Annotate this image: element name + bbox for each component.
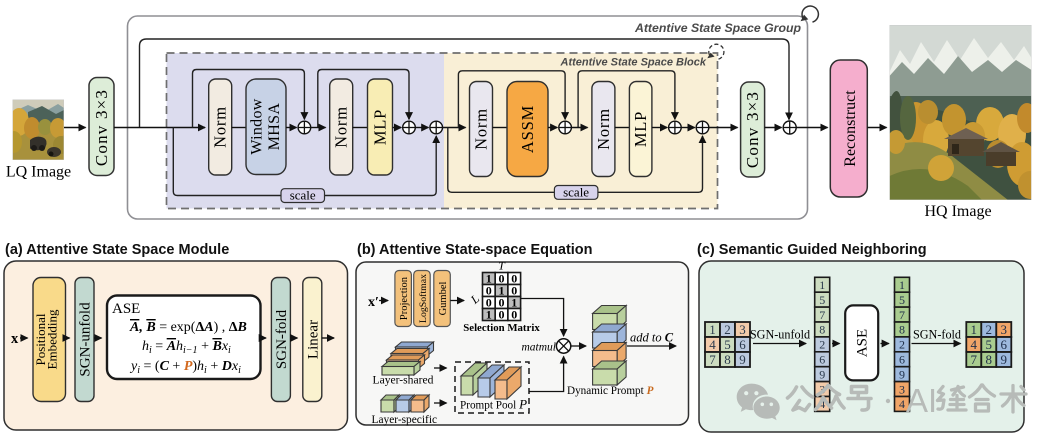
svg-text:MHSA: MHSA [266, 103, 283, 151]
svg-text:Embedding: Embedding [45, 309, 60, 369]
svg-text:1: 1 [486, 308, 492, 322]
svg-text:7: 7 [819, 308, 825, 322]
svg-text:2: 2 [724, 322, 731, 337]
svg-text:Selection Matrix: Selection Matrix [463, 322, 540, 334]
svg-text:8: 8 [986, 352, 993, 367]
svg-text:SGN-fold: SGN-fold [274, 309, 290, 369]
svg-text:2: 2 [899, 338, 905, 352]
svg-text:T: T [498, 259, 506, 273]
svg-text:Linear: Linear [305, 320, 321, 359]
svg-text:7: 7 [709, 352, 716, 367]
svg-text:6: 6 [739, 337, 746, 352]
svg-text:6: 6 [1001, 337, 1008, 352]
svg-text:0: 0 [511, 272, 517, 286]
svg-text:Prompt Pool P: Prompt Pool P [460, 397, 527, 412]
svg-text:MLP: MLP [631, 111, 650, 147]
svg-text:scale: scale [563, 185, 589, 200]
svg-text:Conv 3×3: Conv 3×3 [92, 89, 111, 166]
svg-text:Positional: Positional [33, 313, 48, 365]
svg-text:SGN-unfold: SGN-unfold [78, 302, 94, 377]
svg-text:5: 5 [819, 293, 825, 307]
svg-text:matmul: matmul [522, 342, 557, 354]
svg-text:x: x [11, 331, 19, 347]
svg-text:5: 5 [986, 337, 993, 352]
svg-text:9: 9 [899, 367, 905, 381]
svg-text:6: 6 [819, 353, 825, 367]
svg-text:4: 4 [709, 337, 716, 352]
svg-text:Norm: Norm [472, 108, 491, 150]
svg-text:SGN-fold: SGN-fold [913, 328, 961, 342]
svg-text:9: 9 [1001, 352, 1008, 367]
svg-text:hi = Ahi−1 + Bxi: hi = Ahi−1 + Bxi [142, 339, 231, 356]
svg-text:LQ Image: LQ Image [6, 164, 71, 181]
svg-text:add to C: add to C [630, 331, 674, 345]
svg-text:A, B = exp(ΔA) , ΔB: A, B = exp(ΔA) , ΔB [129, 320, 247, 335]
svg-text:1: 1 [511, 296, 517, 310]
svg-text:0: 0 [499, 272, 505, 286]
svg-text:5: 5 [899, 293, 905, 307]
svg-text:(b) Attentive State-space Equa: (b) Attentive State-space Equation [357, 242, 593, 258]
svg-text:MLP: MLP [371, 109, 390, 145]
svg-text:4: 4 [819, 397, 825, 411]
svg-text:9: 9 [819, 367, 825, 381]
svg-text:0: 0 [511, 284, 517, 298]
svg-text:Norm: Norm [211, 106, 230, 148]
svg-text:ASE: ASE [112, 301, 140, 317]
svg-text:4: 4 [899, 397, 905, 411]
svg-text:2: 2 [819, 338, 825, 352]
svg-text:3: 3 [899, 382, 905, 396]
svg-text:0: 0 [486, 284, 492, 298]
svg-text:Window: Window [249, 98, 266, 154]
svg-text:Gumbel: Gumbel [438, 282, 449, 316]
svg-text:5: 5 [724, 337, 731, 352]
svg-text:ASE: ASE [855, 329, 871, 357]
svg-text:3: 3 [819, 382, 825, 396]
svg-text:Attentive State Space Block: Attentive State Space Block [560, 57, 707, 69]
svg-text:8: 8 [899, 323, 905, 337]
svg-text:0: 0 [499, 296, 505, 310]
svg-text:1: 1 [499, 284, 505, 298]
svg-text:Norm: Norm [332, 106, 351, 148]
svg-text:(c) Semantic Guided Neighborin: (c) Semantic Guided Neighboring [697, 242, 927, 258]
svg-text:HQ Image: HQ Image [924, 203, 991, 220]
svg-text:Dynamic Prompt P: Dynamic Prompt P [567, 385, 654, 397]
svg-text:Projection: Projection [399, 276, 410, 320]
svg-text:1: 1 [971, 322, 978, 337]
svg-text:4: 4 [971, 337, 978, 352]
svg-text:Attentive State Space Group: Attentive State Space Group [634, 21, 802, 35]
svg-text:yi = (C + P)hi + Dxi: yi = (C + P)hi + Dxi [129, 359, 241, 376]
svg-text:1: 1 [819, 278, 825, 292]
svg-text:7: 7 [899, 308, 905, 322]
svg-text:7: 7 [971, 352, 978, 367]
svg-text:3: 3 [739, 322, 746, 337]
svg-text:x′: x′ [368, 295, 379, 310]
svg-text:LogSoftmax: LogSoftmax [418, 274, 429, 323]
svg-text:2: 2 [986, 322, 993, 337]
svg-text:1: 1 [486, 272, 492, 286]
svg-text:SGN-unfold: SGN-unfold [750, 328, 810, 342]
svg-text:8: 8 [819, 323, 825, 337]
svg-text:Norm: Norm [594, 108, 613, 150]
svg-text:Conv 3×3: Conv 3×3 [743, 91, 762, 168]
svg-text:0: 0 [499, 308, 505, 322]
svg-text:0: 0 [486, 296, 492, 310]
svg-text:8: 8 [724, 352, 731, 367]
svg-text:1: 1 [899, 278, 905, 292]
svg-text:1: 1 [709, 322, 716, 337]
svg-text:9: 9 [739, 352, 746, 367]
svg-text:0: 0 [511, 308, 517, 322]
svg-text:(a) Attentive State Space Modu: (a) Attentive State Space Module [5, 242, 229, 258]
svg-text:AI: AI [906, 382, 937, 419]
svg-text:6: 6 [899, 353, 905, 367]
svg-text:Layer-shared: Layer-shared [373, 374, 434, 387]
svg-text:Layer-specific: Layer-specific [372, 414, 438, 426]
svg-text:scale: scale [290, 188, 316, 203]
svg-text:Reconstruct: Reconstruct [842, 90, 859, 167]
svg-text:ASSM: ASSM [518, 105, 537, 153]
svg-text:3: 3 [1001, 322, 1008, 337]
